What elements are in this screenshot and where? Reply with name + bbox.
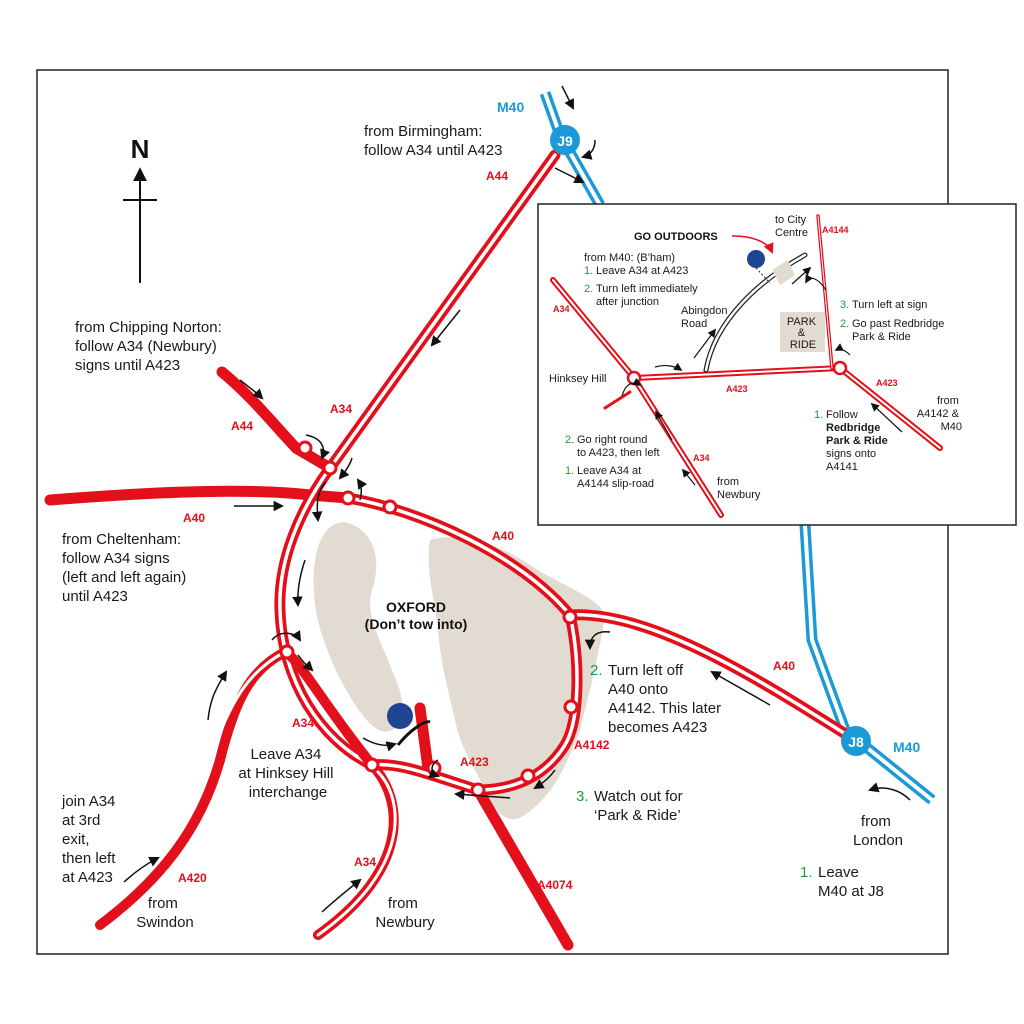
inset-a423-right-label: A423 [876,378,898,388]
inset-go-outdoors-label: GO OUTDOORS [634,231,718,243]
inset-from-newbury: from Newbury [717,476,761,501]
inset-hinksey-hill: Hinksey Hill [549,373,606,385]
inset-park-ride-label: PARK & RIDE [787,316,819,351]
junction-9-label: J9 [557,133,573,149]
inset-map: GO OUTDOORS to City Centre A4144 A34 A34… [537,203,1017,526]
step-2: 2. Turn left off A40 onto A4142. This la… [590,662,725,736]
directions-cheltenham: from Cheltenham: follow A34 signs (left … [62,531,190,605]
a40-label-right: A40 [773,659,795,673]
directions-hinksey: Leave A34 at Hinksey Hill interchange [238,746,337,801]
step-3: 3. Watch out for ‘Park & Ride’ [576,788,687,824]
a44-label-left: A44 [231,419,253,433]
m40-label-right: M40 [893,739,920,755]
junction-9-badge: J9 [550,125,580,155]
directions-swindon-join: join A34 at 3rd exit, then left at A423 [61,793,120,886]
go-outdoors-marker [387,703,413,729]
inset-from-a4142: from A4142 & M40 [917,395,962,433]
inset-abingdon-road: Abingdon Road [681,305,731,330]
label-from-london: from London [853,813,903,849]
inset-a423-mid-label: A423 [726,384,748,394]
a4074-label: A4074 [537,878,573,892]
a34-label-top: A34 [330,402,352,416]
inset-follow-redbridge: 1. Follow Redbridge Park & Ride signs on… [814,409,891,473]
junction-8-label: J8 [848,734,864,750]
city-note: (Don’t tow into) [365,616,468,632]
north-label: N [131,134,150,164]
inset-park-ride-box [780,312,825,352]
a420-label: A420 [178,871,207,885]
a34-label-bottom: A34 [354,855,376,869]
label-from-newbury: from Newbury [375,895,435,931]
inset-from-m40-steps: from M40: (B’ham) 1. Leave A34 at A423 2… [584,252,701,308]
step-1: 1. Leave M40 at J8 [800,864,884,900]
inset-a34-bottom-label: A34 [693,453,710,463]
inset-right-steps: 3. Turn left at sign 2. Go past Redbridg… [840,299,947,343]
a423-label: A423 [460,755,489,769]
inset-go-outdoors-marker [747,250,765,268]
inset-a4144-label: A4144 [822,225,849,235]
city-name: OXFORD [386,599,446,615]
inset-a34-top-label: A34 [553,304,570,314]
directions-chipping-norton: from Chipping Norton: follow A34 (Newbur… [75,319,226,374]
m40-label-top: M40 [497,99,524,115]
a34-label-left: A34 [292,716,314,730]
junction-8-badge: J8 [841,726,871,756]
direction-arrows [123,85,911,913]
a40-label-mid: A40 [492,529,514,543]
north-arrow: N [123,134,157,283]
a44-label-top: A44 [486,169,508,183]
roundabouts [279,440,579,798]
a4142-label: A4142 [574,738,610,752]
a40-label-left: A40 [183,511,205,525]
label-from-swindon: from Swindon [136,895,194,931]
inset-newbury-steps: 2. Go right round to A423, then left 1. … [565,434,663,490]
directions-birmingham: from Birmingham: follow A34 until A423 [364,123,502,159]
inset-to-city-centre: to City Centre [775,214,809,239]
